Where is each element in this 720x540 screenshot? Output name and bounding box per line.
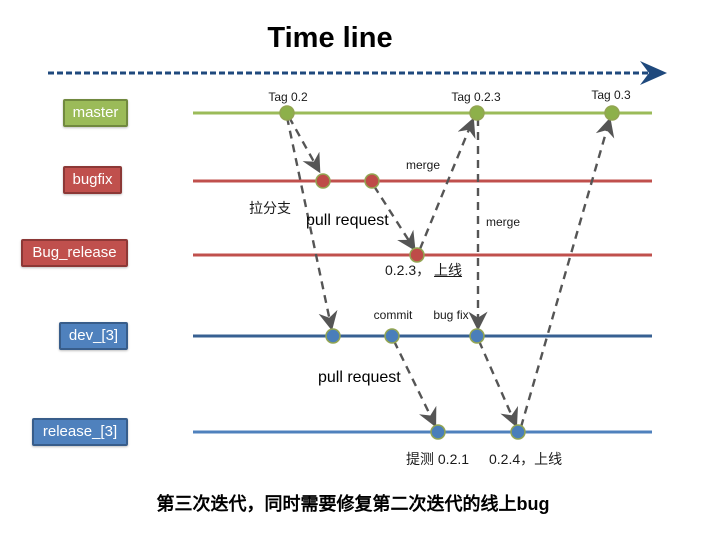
slide-caption: 第三次迭代，同时需要修复第二次迭代的线上bug <box>156 494 550 514</box>
master-tag023-dot <box>469 105 485 121</box>
tag-0-2-3-label: Tag 0.2.3 <box>451 90 501 104</box>
bugfix-branch-dot <box>315 173 331 189</box>
pull-request-upper-label: pull request <box>306 212 389 229</box>
arrow-bugfix-to-bugrelease <box>372 185 416 252</box>
arrow-release-to-tag03 <box>519 117 615 428</box>
release-0-2-3-label: 0.2.3， 上线 <box>385 260 462 280</box>
merge-upper-label: merge <box>406 158 441 172</box>
arrow-tag02-to-dev <box>285 116 338 331</box>
branch-label-bugfix: bugfix <box>63 166 122 194</box>
submit-0-2-1-label: 提测 0.2.1 <box>406 451 470 467</box>
pull-request-lower-label: pull request <box>318 369 401 386</box>
arrow-commit-to-release <box>392 340 437 428</box>
release-0-2-3-version: 0.2.3， <box>385 262 431 278</box>
bug-release-dot <box>409 247 425 263</box>
tag-0-3-label: Tag 0.3 <box>591 88 631 102</box>
branch-create-label: 拉分支 <box>249 200 291 216</box>
release-0-2-3-status: 上线 <box>434 262 463 278</box>
dev-branch-dot <box>325 328 341 344</box>
page-title: Time line <box>267 22 393 54</box>
master-tag03-dot <box>604 105 620 121</box>
branch-label-dev: dev_[3] <box>59 322 128 350</box>
tag-0-2-label: Tag 0.2 <box>268 90 308 104</box>
release-021-dot <box>430 424 446 440</box>
master-tag02-dot <box>279 105 295 121</box>
bug-fix-label: bug fix <box>433 308 469 322</box>
arrow-bugrelease-to-tag023 <box>418 117 476 250</box>
bugfix-fix-dot <box>364 173 380 189</box>
merge-right-label: merge <box>486 215 521 229</box>
branch-label-bug-release: Bug_release <box>21 239 128 267</box>
arrow-devbugfix-to-release <box>477 340 519 428</box>
release-024-dot <box>510 424 526 440</box>
arrow-tag02-to-bugfix <box>287 116 321 174</box>
dev-commit-dot <box>384 328 400 344</box>
dev-bugfix-dot <box>469 328 485 344</box>
release-0-2-4-label: 0.2.4，上线 <box>489 451 563 467</box>
branch-label-release: release_[3] <box>32 418 128 446</box>
commit-label: commit <box>373 308 413 322</box>
branch-label-master: master <box>63 99 128 127</box>
